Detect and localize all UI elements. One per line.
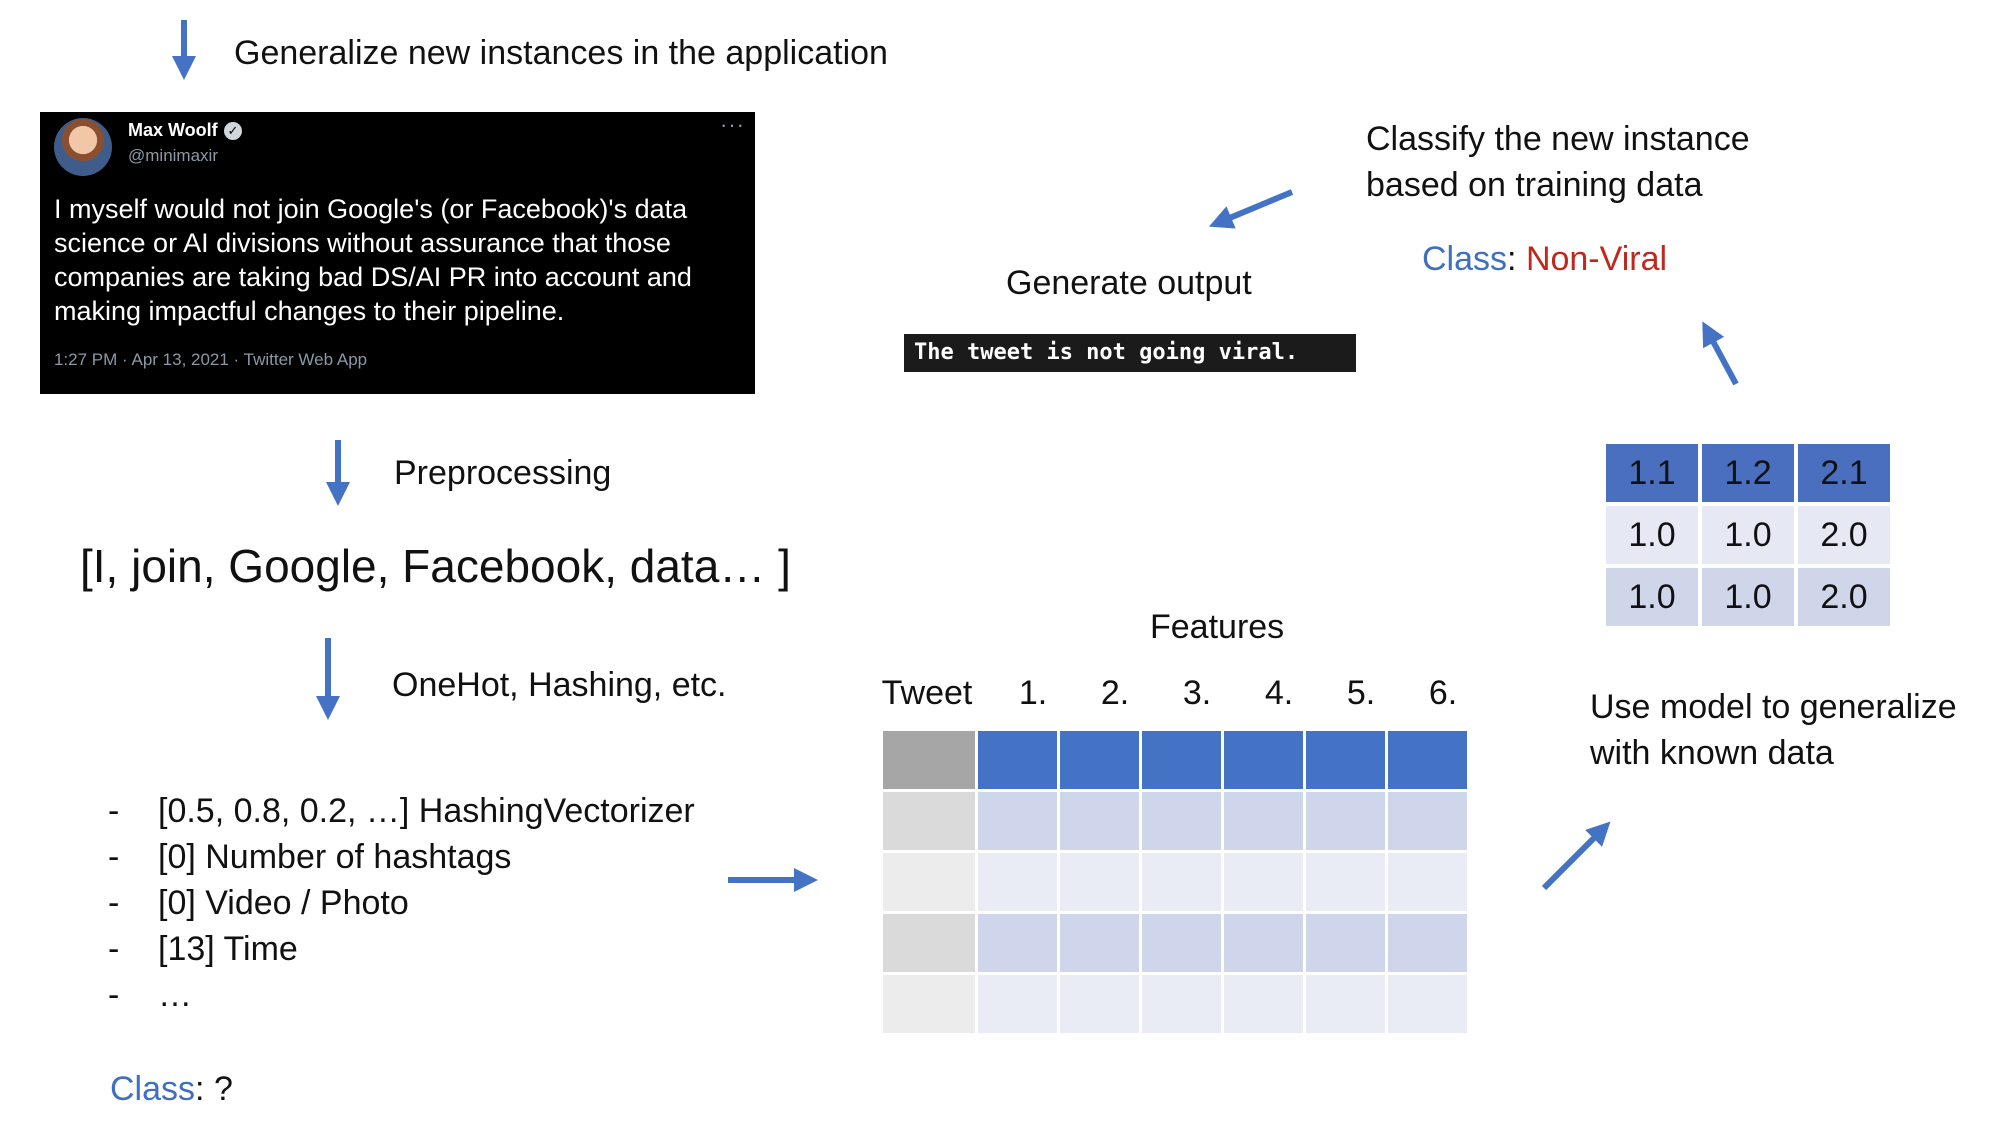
features-header-6: 6. [1428, 674, 1458, 712]
tweet-author-handle: @minimaxir [128, 146, 218, 165]
top-step-label: Generalize new instances in the applicat… [234, 34, 888, 72]
classify-label: Classify the new instance based on train… [1366, 120, 1750, 204]
table-row: 1.1 1.2 2.1 [1606, 444, 1890, 502]
tweet-author-name: Max Woolf [128, 120, 218, 140]
features-header-1: 1. [1018, 674, 1048, 712]
verified-badge-icon: ✓ [224, 122, 242, 140]
class-result: Class: Non-Viral [1422, 240, 1668, 278]
more-options-icon[interactable]: ··· [720, 112, 745, 137]
model-table: 1.1 1.2 2.1 1.0 1.0 2.0 1.0 1.0 2.0 [1602, 440, 1894, 630]
token-list: [I, join, Google, Facebook, data… ] [80, 540, 791, 592]
list-item: - … [108, 976, 192, 1014]
down-arrow-icon [326, 440, 350, 506]
list-item: - [0] Video / Photo [108, 884, 409, 922]
console-output-text: The tweet is not going viral. [914, 340, 1299, 365]
console-output: The tweet is not going viral. [904, 334, 1356, 372]
tweet-meta: 1:27 PM · Apr 13, 2021 · Twitter Web App [54, 350, 368, 369]
list-item: - [0] Number of hashtags [108, 838, 512, 876]
table-row [883, 914, 1467, 972]
left-arrow-icon [1208, 189, 1294, 229]
features-header-5: 5. [1346, 674, 1376, 712]
down-arrow-icon [316, 638, 340, 720]
features-grid [880, 728, 1470, 1036]
features-header-3: 3. [1182, 674, 1212, 712]
tweet-text: I myself would not join Google's (or Fac… [54, 194, 692, 326]
use-model-label: Use model to generalize with known data [1590, 688, 1957, 772]
tweet-card: Max Woolf ✓ @minimaxir ··· I myself woul… [40, 112, 755, 394]
generate-output-label: Generate output [1006, 264, 1252, 302]
avatar [54, 118, 112, 176]
table-row: 1.0 1.0 2.0 [1606, 506, 1890, 564]
list-item: - [13] Time [108, 930, 298, 968]
table-row: 1.0 1.0 2.0 [1606, 568, 1890, 626]
class-unknown: Class: ? [110, 1070, 233, 1108]
right-arrow-icon [728, 868, 818, 892]
up-arrow-icon [1702, 321, 1739, 386]
table-row [883, 792, 1467, 850]
table-row [883, 853, 1467, 911]
features-header-2: 2. [1100, 674, 1130, 712]
preprocessing-label: Preprocessing [394, 454, 612, 492]
features-title: Features [1150, 608, 1285, 646]
encoding-label: OneHot, Hashing, etc. [392, 666, 727, 704]
features-header-4: 4. [1264, 674, 1294, 712]
table-row [883, 731, 1467, 789]
feature-list: - [0.5, 0.8, 0.2, …] HashingVectorizer -… [108, 788, 695, 1018]
features-header-tweet: Tweet [881, 674, 973, 712]
table-row [883, 975, 1467, 1033]
diagonal-arrow-icon [1541, 821, 1611, 891]
down-arrow-icon [172, 20, 196, 80]
list-item: - [0.5, 0.8, 0.2, …] HashingVectorizer [108, 792, 695, 830]
